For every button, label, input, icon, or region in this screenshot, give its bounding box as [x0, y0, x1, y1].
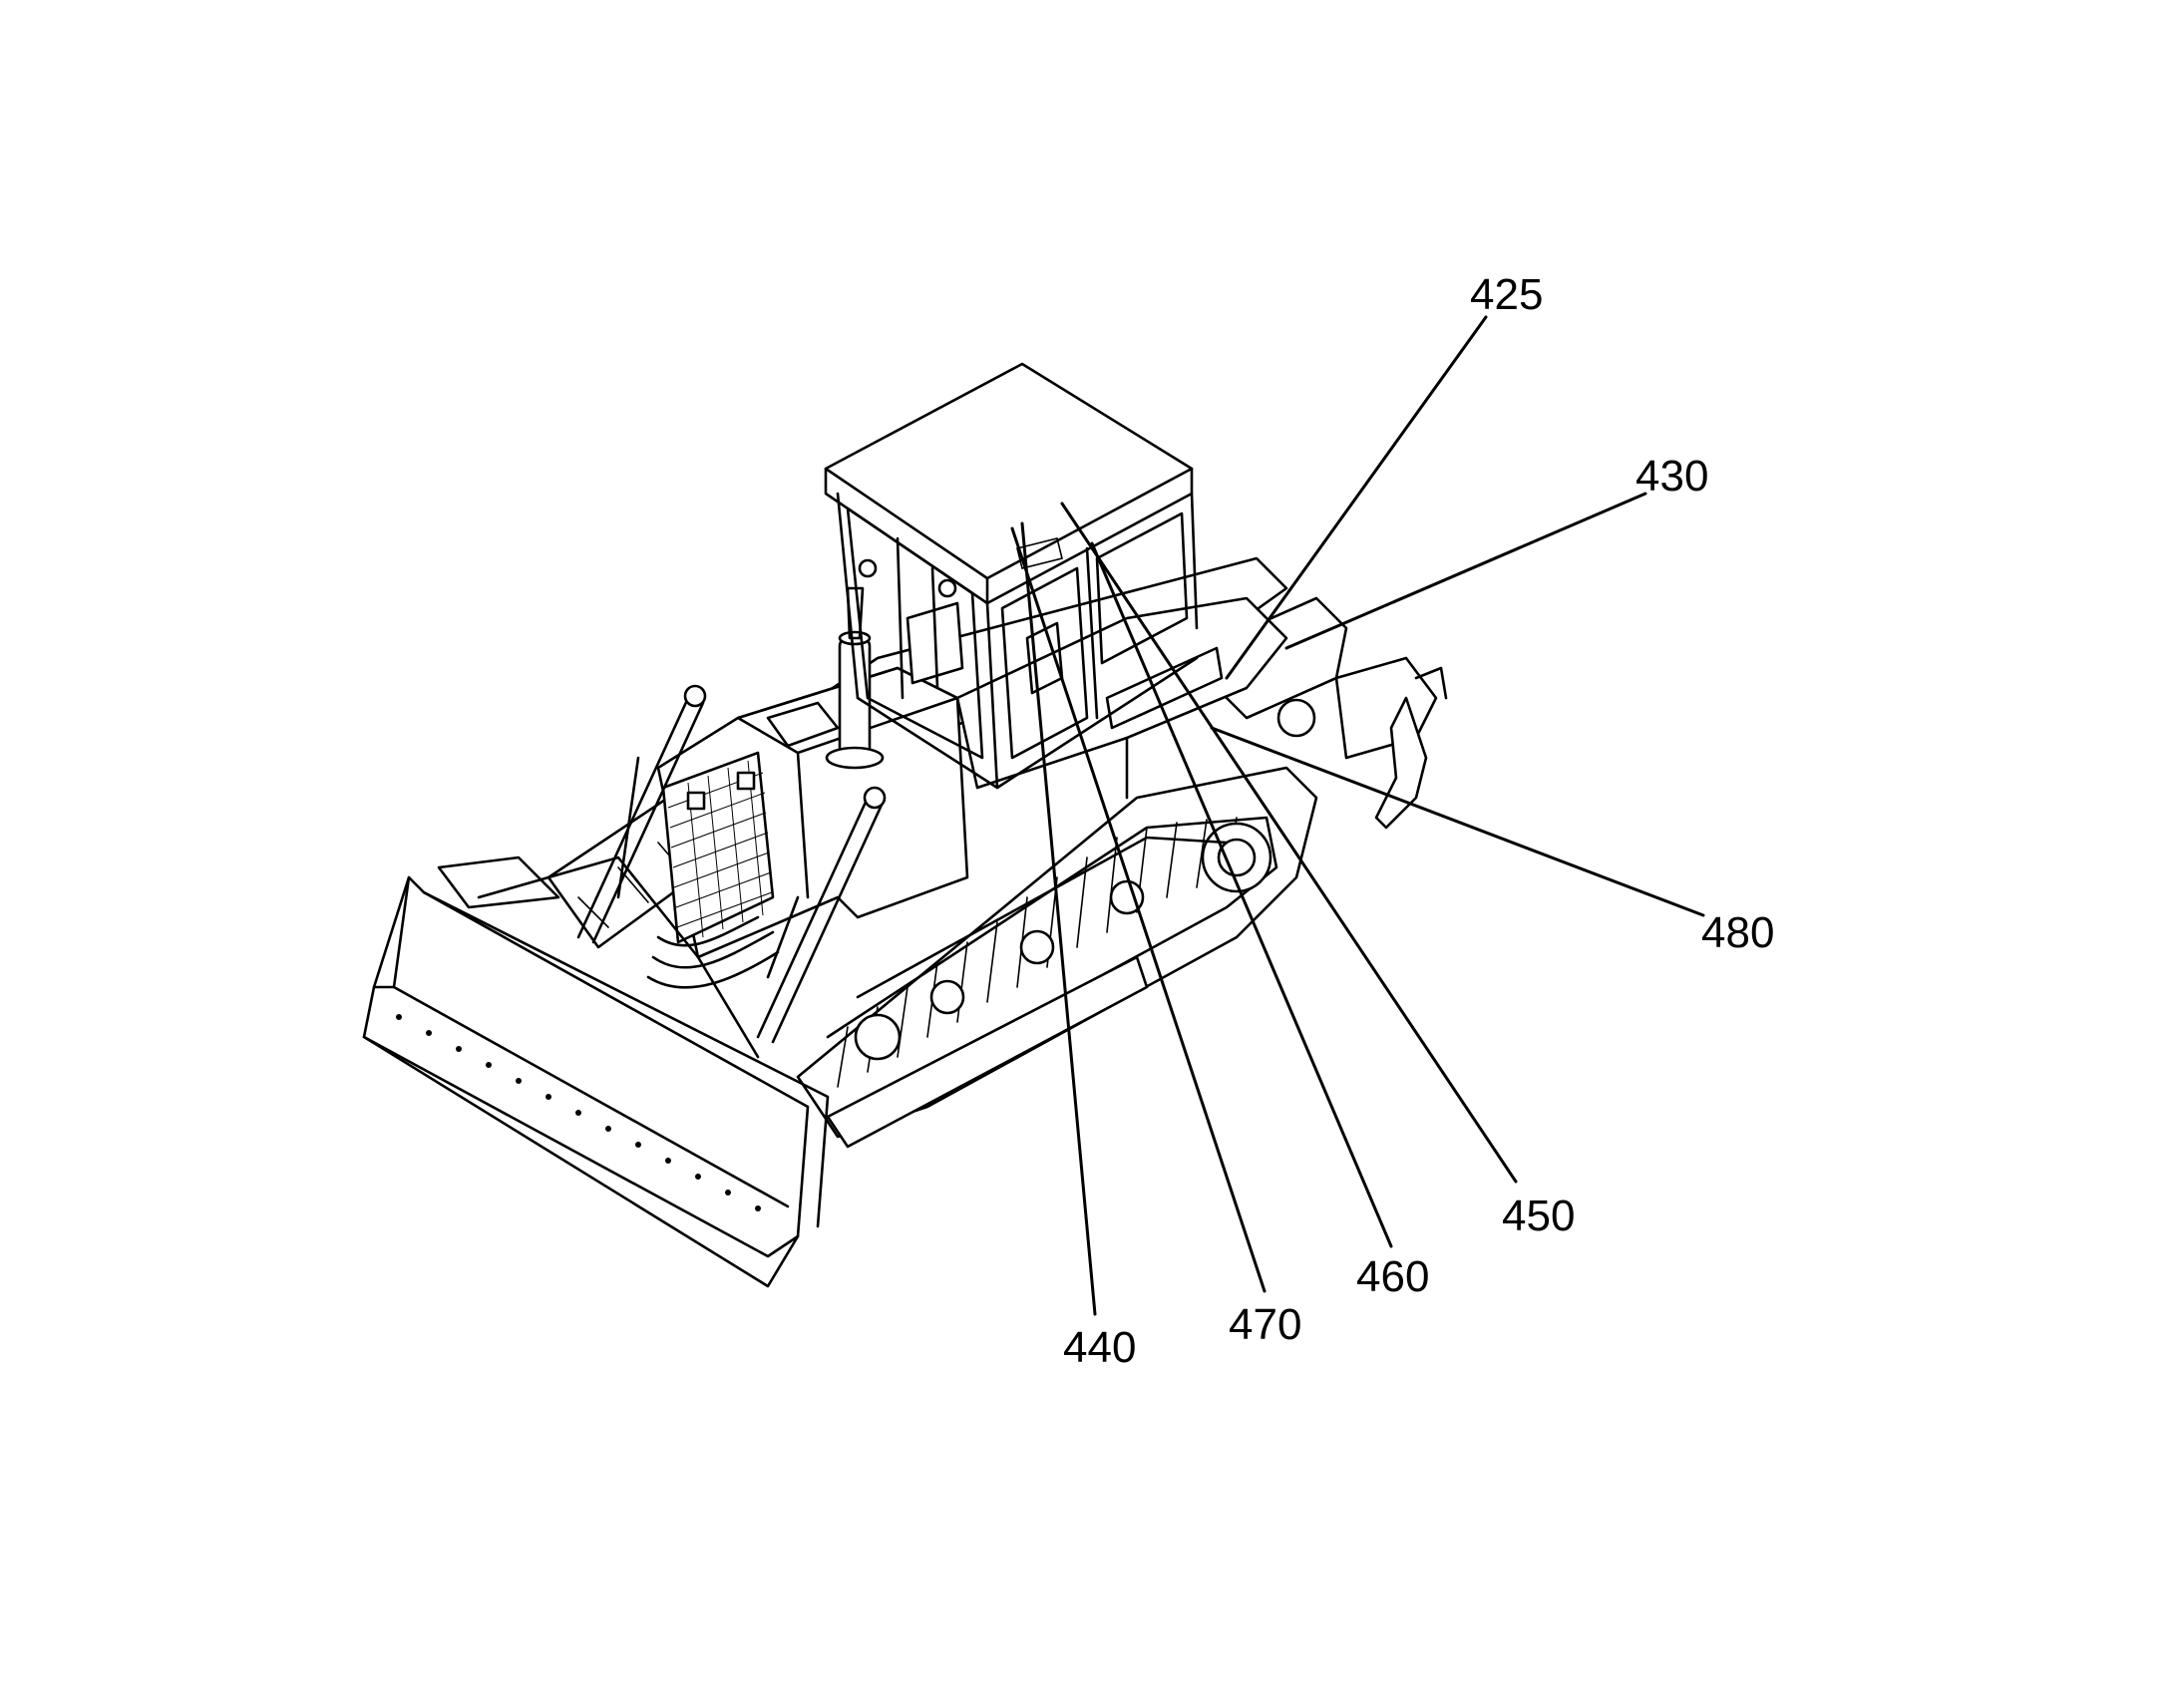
dozer-illustration	[362, 362, 1448, 1288]
side-panel	[1105, 646, 1224, 730]
leader-450	[1060, 502, 1518, 1184]
leader-480	[1210, 726, 1705, 917]
label-460: 460	[1356, 1252, 1429, 1301]
lift-cylinders	[576, 684, 887, 1044]
leader-430	[1284, 492, 1647, 650]
leader-460	[1090, 541, 1393, 1248]
leader-lines	[1010, 315, 1705, 1316]
label-440: 440	[1063, 1323, 1136, 1372]
hood-vent	[766, 701, 840, 748]
label-470: 470	[1229, 1300, 1301, 1349]
reference-labels: 425 430 480 450 460 470 440	[1063, 270, 1774, 1372]
label-425: 425	[1470, 270, 1543, 319]
operator-cab	[824, 362, 1199, 790]
label-480: 480	[1701, 908, 1774, 957]
exhaust-stack	[825, 586, 885, 770]
dozer-blade	[362, 855, 830, 1288]
leader-470	[1010, 526, 1267, 1293]
label-450: 450	[1502, 1192, 1575, 1240]
c-frame	[477, 855, 760, 1059]
leader-440	[1020, 521, 1097, 1316]
radiator-grille	[661, 751, 775, 944]
leader-425	[1225, 315, 1488, 680]
label-430: 430	[1635, 452, 1708, 501]
